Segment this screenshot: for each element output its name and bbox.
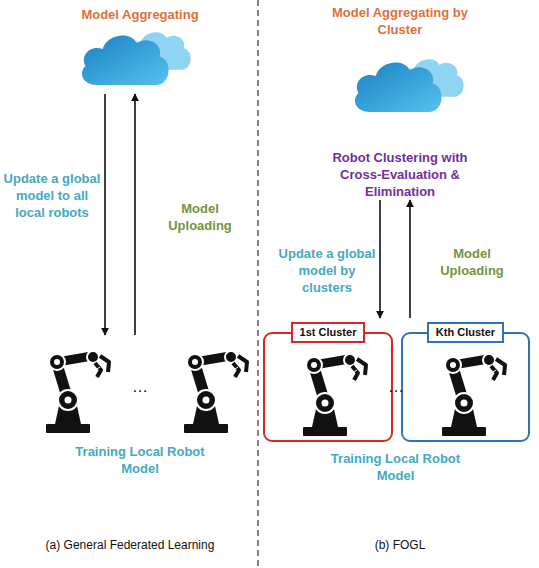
robot-group: 1st ClusterKth ClusterTraining Local Rob… [258,318,533,484]
sub-caption: (b) FOGL [300,538,500,552]
cloud-server: Model Aggregating by ClusterRobot Cluste… [300,4,500,200]
edge-label: Update a global model to all local robot… [2,170,102,221]
robot-arm [303,354,366,436]
node-text: Training Local Robot Model [331,450,461,484]
arrow-connector [104,94,106,335]
robot-group: Training Local Robot Model [20,335,260,477]
edge-label: Update a global model by clusters [278,245,376,296]
cloud-icon [82,35,169,85]
edge-label: Model Uploading [432,245,512,279]
cluster-tag: 1st Cluster [291,322,366,343]
cluster-box: Kth Cluster [401,332,530,442]
node-text: Model Aggregating [81,6,198,23]
divider-line [257,0,258,568]
robot-arm [442,354,505,436]
cloud-server: Model Aggregating [55,6,225,94]
node-text: Model Aggregating by Cluster [325,4,475,38]
ellipsis: … [381,378,411,396]
ellipsis: … [125,378,155,396]
arrow-connector [379,200,381,318]
node-text: Training Local Robot Model [75,443,205,477]
cloud-icon [355,62,442,112]
cluster-tag: Kth Cluster [427,322,504,343]
cluster-box: 1st Cluster [263,332,393,442]
edge-label: Model Uploading [160,200,240,234]
robot-arm [46,351,109,433]
node-text: Robot Clustering with Cross-Evaluation &… [321,149,479,200]
arrow-connector [134,94,136,335]
sub-caption: (a) General Federated Learning [20,538,240,552]
robot-arm [184,351,247,433]
arrow-connector [409,200,411,318]
